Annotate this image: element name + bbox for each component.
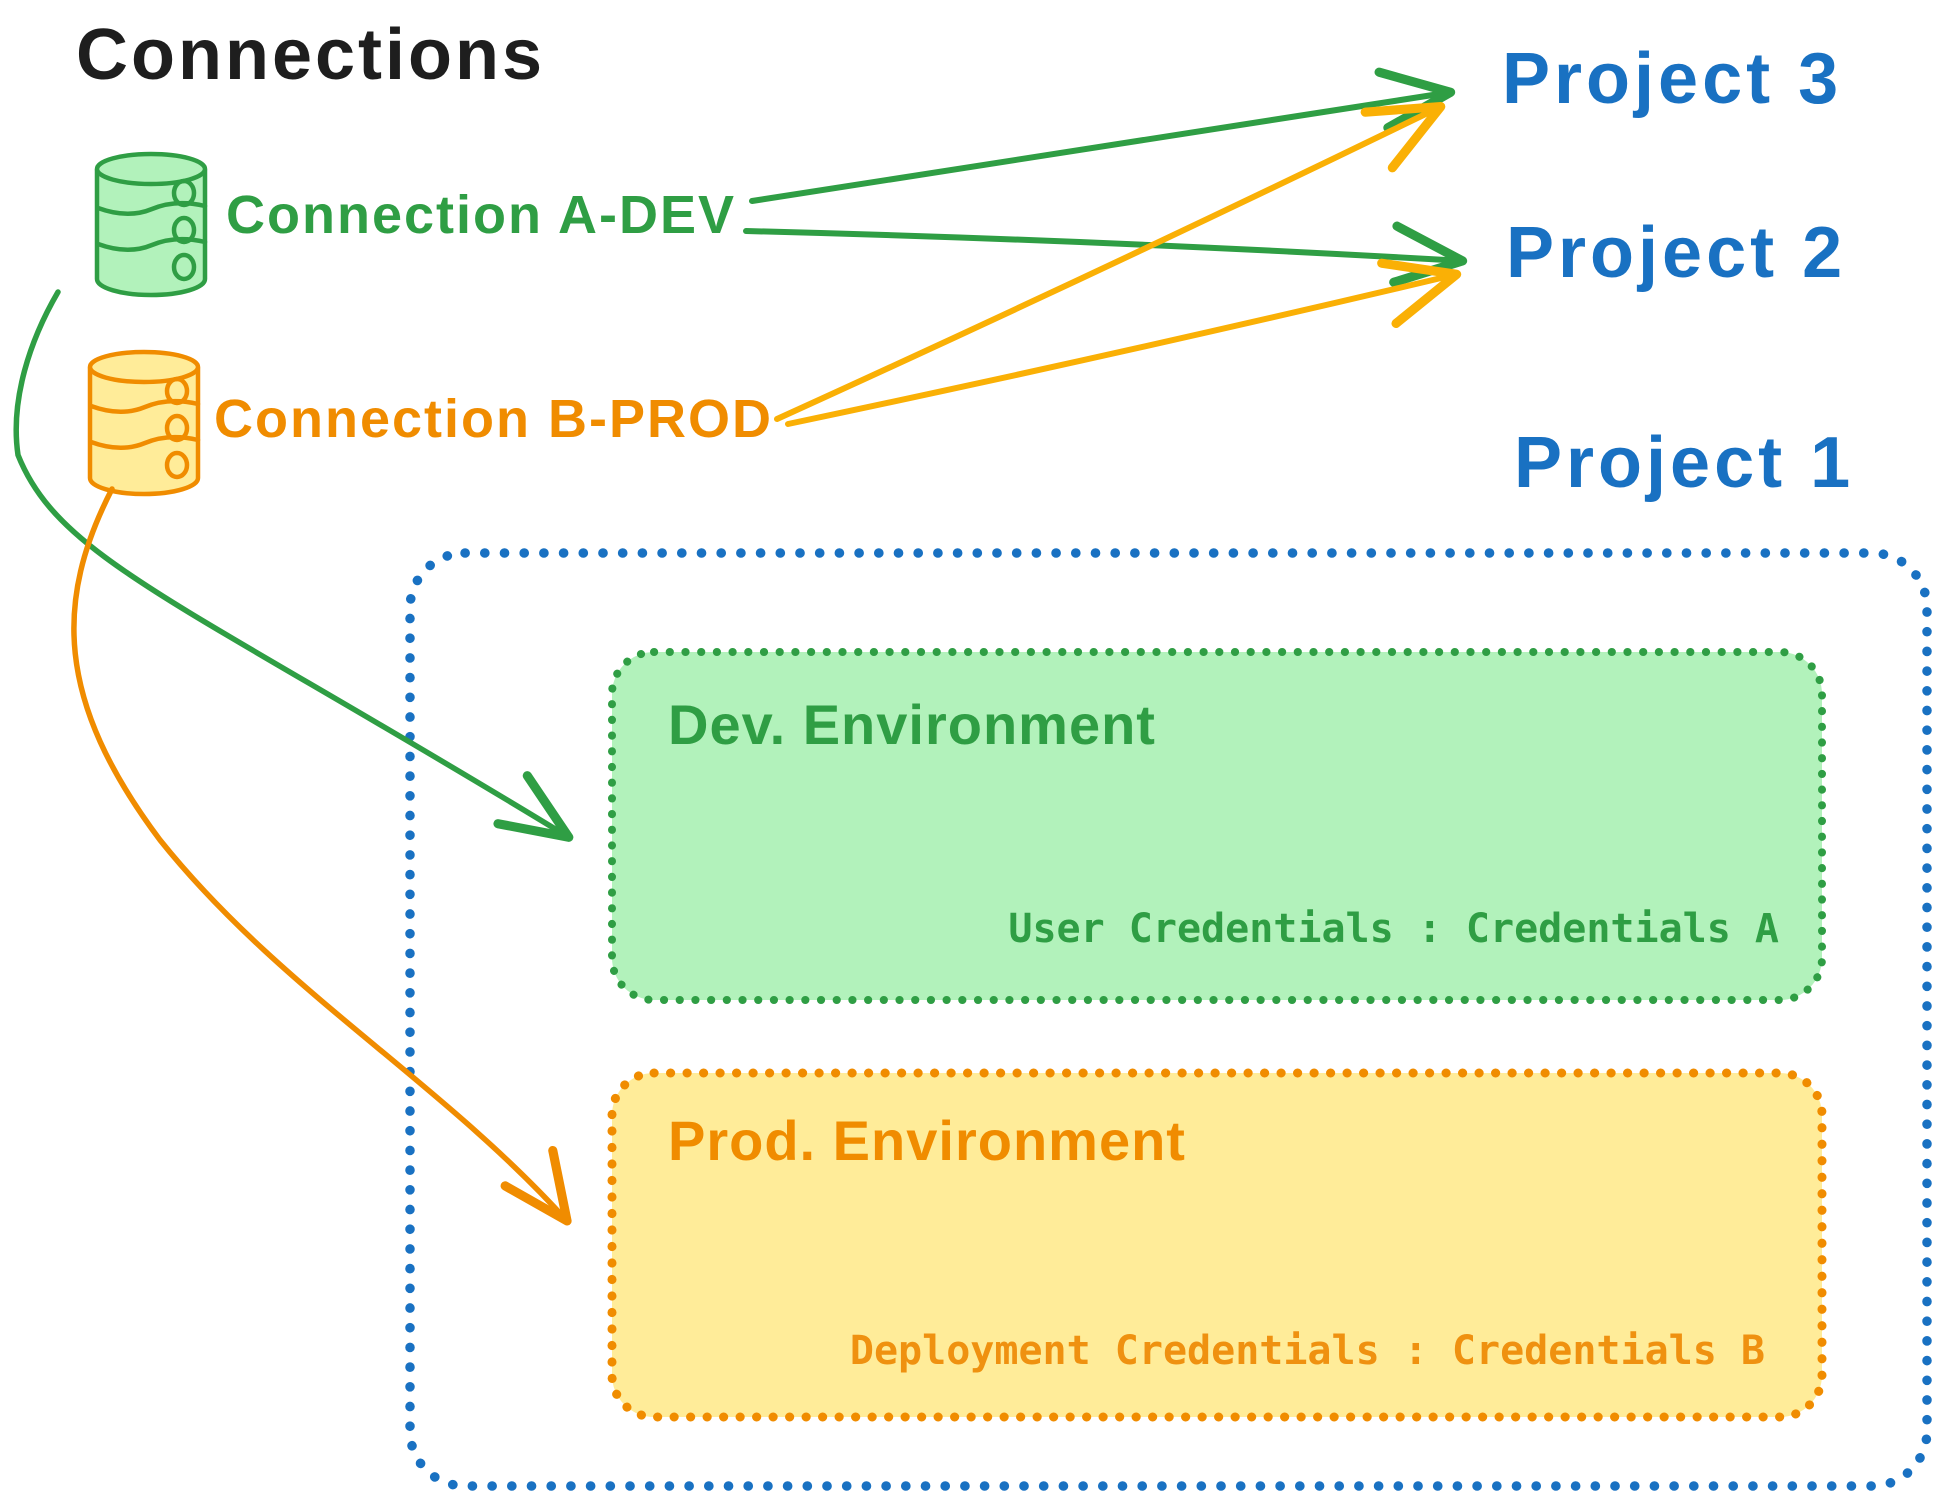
project-3-label: Project 3 [1502,39,1843,119]
prod-environment-box [607,1068,1827,1422]
project-1-label: Project 1 [1514,423,1855,503]
dev-environment-box [608,648,1826,1004]
arrow-adev-project3 [749,67,1456,204]
prod-environment-title: Prod. Environment [668,1109,1186,1172]
connection-b-prod-label: Connection B-PROD [214,389,773,449]
arrow-adev-project2 [743,221,1468,287]
database-icon [94,151,208,298]
prod-environment-credentials: Deployment Credentials : Credentials B [849,1328,1765,1374]
database-icon [87,349,201,497]
arrow-bprod-project2 [785,258,1462,427]
dev-environment-title: Dev. Environment [668,693,1156,756]
project-2-label: Project 2 [1506,213,1847,293]
dev-environment-credentials: User Credentials : Credentials A [1008,906,1779,952]
arrow-bprod-project3 [774,102,1446,422]
arrow-bprod-prod-environment [71,486,572,1226]
arrow-adev-dev-environment [13,289,574,842]
connection-a-dev-label: Connection A-DEV [226,185,736,245]
diagram-title: Connections [76,15,546,95]
